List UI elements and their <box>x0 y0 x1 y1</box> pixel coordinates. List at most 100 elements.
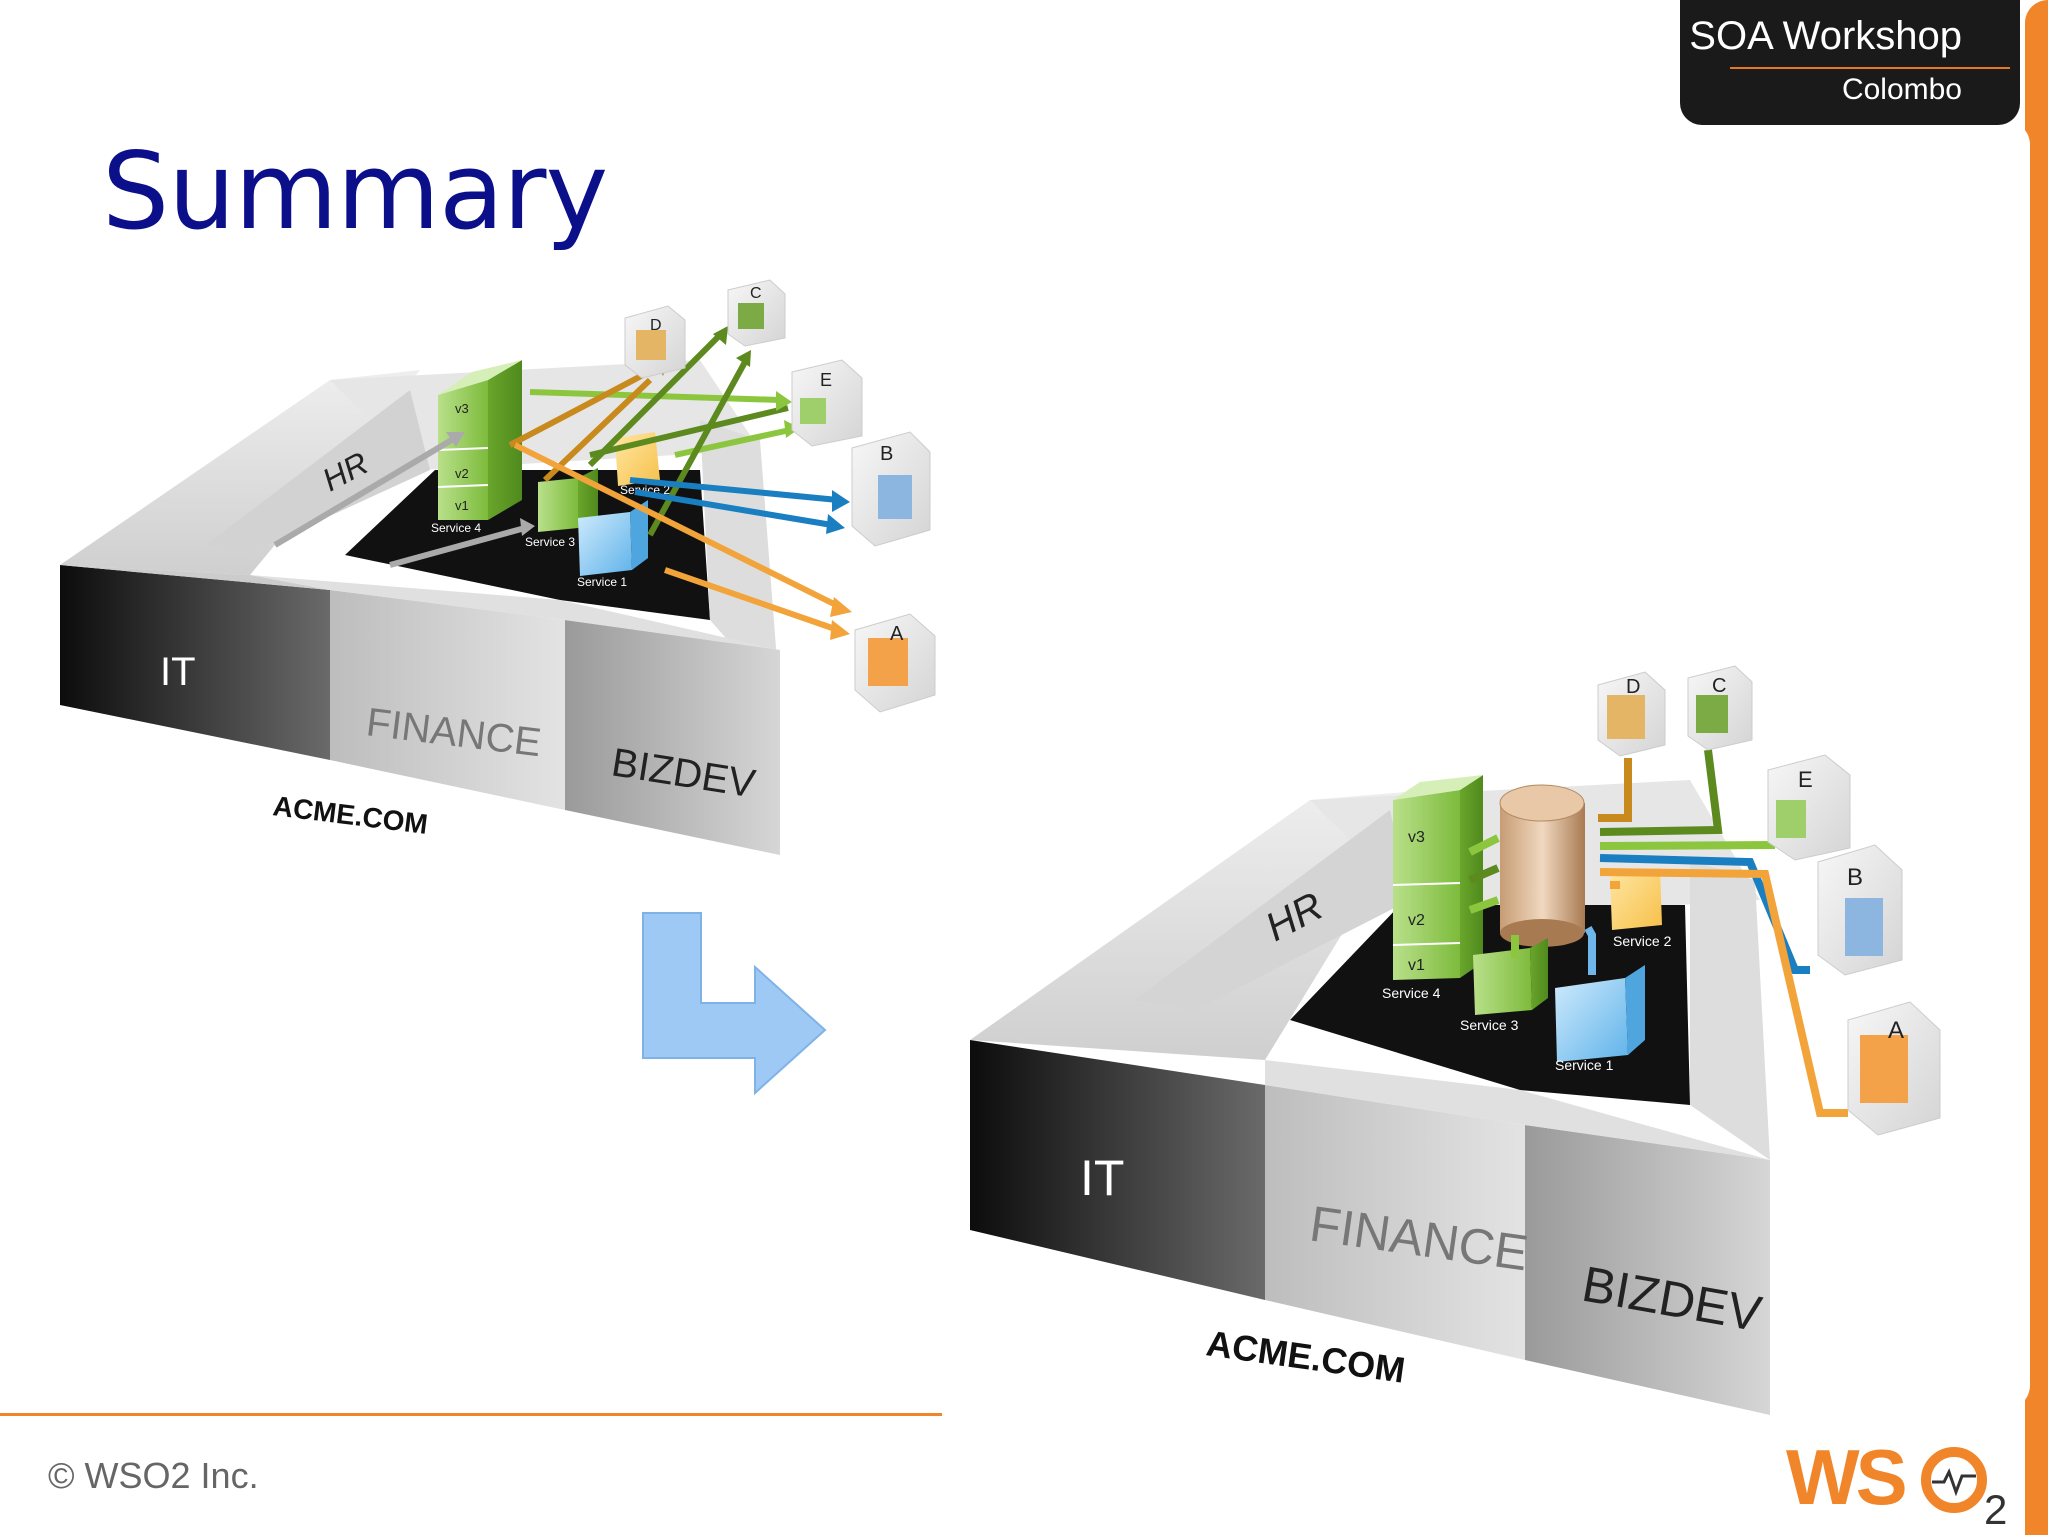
left-arrow <box>508 362 664 448</box>
right-top-left-rim <box>970 790 1430 1060</box>
right-partner-d: D <box>1597 671 1666 757</box>
left-arrow <box>587 332 723 468</box>
left-version-v3: v3 <box>455 401 469 416</box>
left-service4-top <box>438 360 522 395</box>
right-bus-connectors <box>1468 749 1848 1117</box>
left-arrowhead <box>776 391 792 411</box>
right-service4-top <box>1393 775 1483 800</box>
right-bus-line <box>1468 864 1500 884</box>
left-label-it: IT <box>160 650 196 694</box>
left-service3-label: Service 3 <box>525 535 575 549</box>
right-partner-core <box>1607 695 1645 739</box>
right-version-v1: v1 <box>1408 957 1425 974</box>
left-partner-core <box>738 303 764 329</box>
right-service4-divider <box>1392 942 1461 946</box>
rail-inner-cutout <box>2005 120 2030 1410</box>
left-partner-a: A <box>854 613 936 713</box>
right-version-v3: v3 <box>1408 829 1425 846</box>
right-partner-c: C <box>1687 665 1753 751</box>
left-arrowhead <box>830 597 852 617</box>
left-arrow <box>629 477 839 503</box>
right-partner-label-a: A <box>1888 1017 1904 1044</box>
left-arrowhead <box>713 326 728 345</box>
left-service4-label: Service 4 <box>431 521 481 535</box>
workshop-header-badge: SOA Workshop Colombo <box>1680 0 2020 125</box>
left-hr-wing <box>206 390 430 555</box>
left-arrowhead <box>830 620 850 640</box>
workshop-title: SOA Workshop <box>1689 14 1962 58</box>
right-service1-side <box>1625 965 1645 1055</box>
left-partner-cube <box>791 359 863 447</box>
slide-title: Summary <box>102 130 608 253</box>
left-arrowhead <box>826 514 845 534</box>
wso2-logo-wordmark: WS <box>1786 1433 1905 1521</box>
left-arrowhead <box>832 490 850 512</box>
right-bus-line <box>1598 758 1632 822</box>
right-bus-line <box>1599 749 1723 836</box>
left-service4-divider <box>437 484 489 488</box>
right-partner-a: A <box>1847 1001 1941 1136</box>
right-service3-label: Service 3 <box>1460 1017 1519 1033</box>
left-partner-core <box>636 330 666 360</box>
right-partner-e: E <box>1767 754 1851 861</box>
esb-cylinder-body <box>1500 803 1585 933</box>
orange-side-rail <box>2025 0 2048 1535</box>
left-partner-label-e: E <box>820 370 832 390</box>
left-bizdev-block <box>565 620 780 855</box>
right-bus-line <box>1468 896 1500 914</box>
right-platform: IT FINANCE BIZDEV HR ACME.COM v3 v2 v1 S… <box>970 665 1941 1415</box>
header-divider <box>1730 67 2010 69</box>
left-hr-arrow <box>273 435 457 548</box>
left-service-floor <box>345 470 710 620</box>
left-service3-front <box>538 478 578 532</box>
left-arrow <box>664 567 839 633</box>
right-it-block <box>970 1040 1265 1300</box>
left-partner-core <box>878 475 912 519</box>
left-arrow <box>542 377 653 483</box>
left-version-v1: v1 <box>455 498 469 513</box>
left-top-edge <box>60 565 330 590</box>
right-bus-line <box>1599 841 1776 850</box>
right-partner-label-d: D <box>1626 676 1640 698</box>
right-finance-block <box>1265 1085 1525 1360</box>
left-partner-c: C <box>727 279 786 347</box>
left-hr-arrow <box>389 525 526 568</box>
left-partner-d: D <box>624 305 686 379</box>
footer-divider <box>0 1413 942 1416</box>
left-service4-divider <box>437 447 489 451</box>
esb-cylinder-top <box>1499 784 1585 822</box>
wso2-logo-o <box>1921 1447 1987 1513</box>
transition-arrow <box>642 912 827 1096</box>
right-service4-divider <box>1392 882 1461 886</box>
right-service3-side <box>1530 938 1548 1010</box>
left-partner-b: B <box>851 431 931 547</box>
right-bus-line <box>1584 926 1596 975</box>
wso2-logo: WS 2 <box>1786 1433 2007 1527</box>
right-service4-label: Service 4 <box>1382 985 1441 1001</box>
right-label-company: ACME.COM <box>1204 1322 1408 1390</box>
copyright-text: © WSO2 Inc. <box>48 1455 259 1496</box>
right-partner-core <box>1845 898 1883 956</box>
left-hr-arrowhead <box>446 432 465 447</box>
left-top-left-rim <box>60 370 420 575</box>
left-arrowhead <box>736 350 751 367</box>
left-service1-side <box>630 500 648 570</box>
right-partner-core <box>1776 800 1806 838</box>
heartbeat-icon <box>1932 1468 1976 1497</box>
left-hr-arrowhead <box>520 518 535 536</box>
left-partner-label-b: B <box>880 443 893 465</box>
left-arrow <box>513 442 842 610</box>
left-partner-e: E <box>791 359 863 447</box>
workshop-location: Colombo <box>1841 73 1962 106</box>
right-front-rim <box>1265 1060 1770 1160</box>
left-service1-label: Service 1 <box>577 575 627 589</box>
left-platform: IT FINANCE BIZDEV HR ACME.COM v3 v2 v1 S… <box>60 279 936 855</box>
left-arrow <box>589 405 789 458</box>
left-version-v2: v2 <box>455 466 469 481</box>
left-partner-label-c: C <box>750 285 762 302</box>
left-label-company: ACME.COM <box>271 790 429 840</box>
left-partner-label-a: A <box>890 623 904 645</box>
right-service1-label: Service 1 <box>1555 1057 1614 1073</box>
